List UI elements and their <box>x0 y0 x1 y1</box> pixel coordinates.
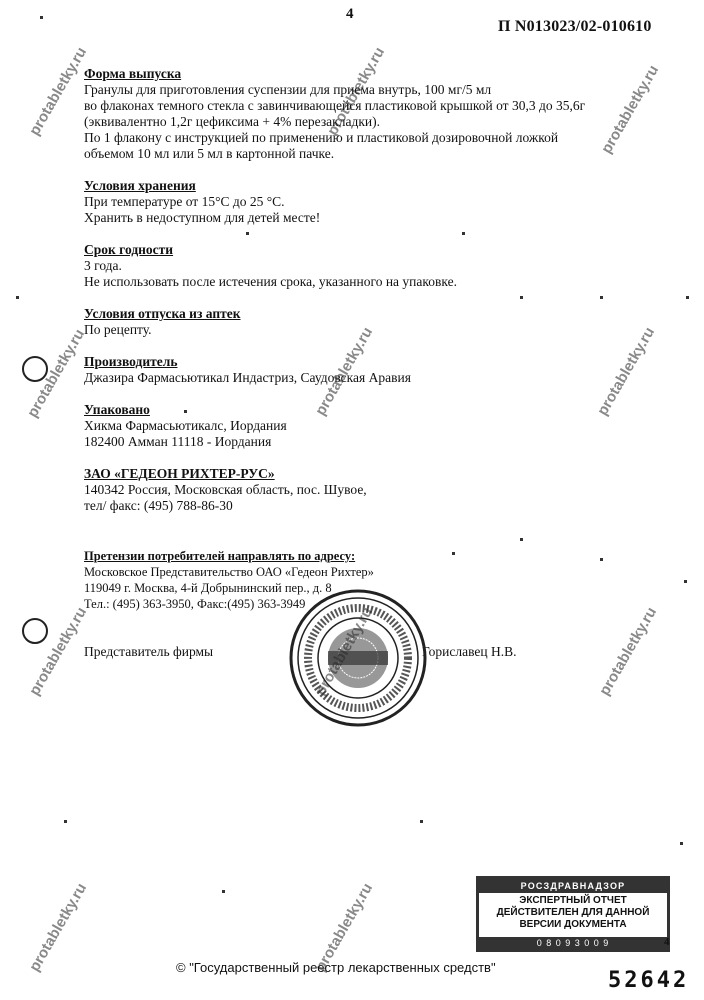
watermark: protabletky.ru <box>26 880 91 975</box>
scan-speck <box>680 842 683 845</box>
scan-speck <box>246 232 249 235</box>
scan-speck <box>420 820 423 823</box>
section-heading: Форма выпуска <box>84 66 182 81</box>
section-line: 119049 г. Москва, 4-й Добрынинский пер.,… <box>84 581 332 595</box>
section-shelf-life: Срок годности 3 года. Не использовать по… <box>84 242 644 290</box>
scan-speck <box>222 890 225 893</box>
section-line: 140342 Россия, Московская область, пос. … <box>84 482 367 497</box>
stamp-page: 4 <box>664 936 670 948</box>
scan-speck <box>64 820 67 823</box>
expert-stamp: РОСЗДРАВНАДЗОР ЭКСПЕРТНЫЙ ОТЧЕТ ДЕЙСТВИТ… <box>476 876 670 952</box>
section-heading: Условия отпуска из аптек <box>84 306 241 321</box>
section-line: Тел.: (495) 363-3950, Факс:(495) 363-394… <box>84 597 306 611</box>
section-heading: Условия хранения <box>84 178 196 193</box>
section-line: тел/ факс: (495) 788-86-30 <box>84 498 233 513</box>
instruction-body: Форма выпуска Гранулы для приготовления … <box>84 66 644 628</box>
section-line: Московское Представительство ОАО «Гедеон… <box>84 565 374 579</box>
section-line: При температуре от 15°С до 25 °С. <box>84 194 285 209</box>
round-seal-icon <box>289 589 427 727</box>
scan-speck <box>686 296 689 299</box>
scan-speck <box>520 538 523 541</box>
section-line: Хранить в недоступном для детей месте! <box>84 210 321 225</box>
section-line: объемом 10 мл или 5 мл в картонной пачке… <box>84 146 335 161</box>
scan-speck <box>520 296 523 299</box>
section-storage: Условия хранения При температуре от 15°С… <box>84 178 644 226</box>
section-packaged: Упаковано Хикма Фармасьютикалс, Иордания… <box>84 402 644 450</box>
section-dispensing: Условия отпуска из аптек По рецепту. <box>84 306 644 338</box>
scan-speck <box>16 296 19 299</box>
document-code: 52642 <box>608 968 690 993</box>
representative-name: Гориславец Н.В. <box>422 644 517 659</box>
section-line: 3 года. <box>84 258 122 273</box>
punch-hole-icon <box>22 356 48 382</box>
section-line: Гранулы для приготовления суспензии для … <box>84 82 492 97</box>
section-heading: Претензии потребителей направлять по адр… <box>84 549 356 563</box>
scan-speck <box>600 558 603 561</box>
section-line: Хикма Фармасьютикалс, Иордания <box>84 418 287 433</box>
scan-speck <box>600 296 603 299</box>
scan-speck <box>452 552 455 555</box>
stamp-line: ЭКСПЕРТНЫЙ ОТЧЕТ <box>519 895 627 906</box>
section-company: ЗАО «ГЕДЕОН РИХТЕР-РУС» 140342 Россия, М… <box>84 466 644 514</box>
section-complaints: Претензии потребителей направлять по адр… <box>84 548 644 612</box>
section-line: По 1 флакону с инструкцией по применению… <box>84 130 559 145</box>
scan-speck <box>684 580 687 583</box>
section-manufacturer: Производитель Джазира Фармасьютикал Инда… <box>84 354 644 386</box>
watermark: protabletky.ru <box>26 44 91 139</box>
scan-speck <box>184 410 187 413</box>
stamp-band: РОСЗДРАВНАДЗОР <box>479 879 667 893</box>
section-line: (эквивалентно 1,2г цефиксима + 4% переза… <box>84 114 380 129</box>
representative-label: Представитель фирмы <box>84 644 214 659</box>
section-line: Джазира Фармасьютикал Индастриз, Саудовс… <box>84 370 411 385</box>
section-heading: Упаковано <box>84 402 150 417</box>
scan-speck <box>462 232 465 235</box>
stamp-line: ДЕЙСТВИТЕЛЕН ДЛЯ ДАННОЙ <box>496 907 650 918</box>
section-heading: Срок годности <box>84 242 174 257</box>
stamp-date: 0 8 0 9 3 0 0 9 <box>479 937 667 949</box>
section-line: По рецепту. <box>84 322 152 337</box>
page-number: 4 <box>346 6 354 22</box>
section-line: Не использовать после истечения срока, у… <box>84 274 457 289</box>
copyright-footer: © "Государственный реестр лекарственных … <box>176 960 496 975</box>
section-heading: ЗАО «ГЕДЕОН РИХТЕР-РУС» <box>84 466 275 481</box>
punch-hole-icon <box>22 618 48 644</box>
registration-number: П N013023/02-010610 <box>498 18 652 35</box>
section-release-form: Форма выпуска Гранулы для приготовления … <box>84 66 644 162</box>
section-heading: Производитель <box>84 354 178 369</box>
section-line: во флаконах темного стекла с завинчивающ… <box>84 98 586 113</box>
scan-speck <box>40 16 43 19</box>
stamp-line: ВЕРСИИ ДОКУМЕНТА <box>519 919 627 930</box>
section-line: 182400 Амман 11118 - Иордания <box>84 434 272 449</box>
